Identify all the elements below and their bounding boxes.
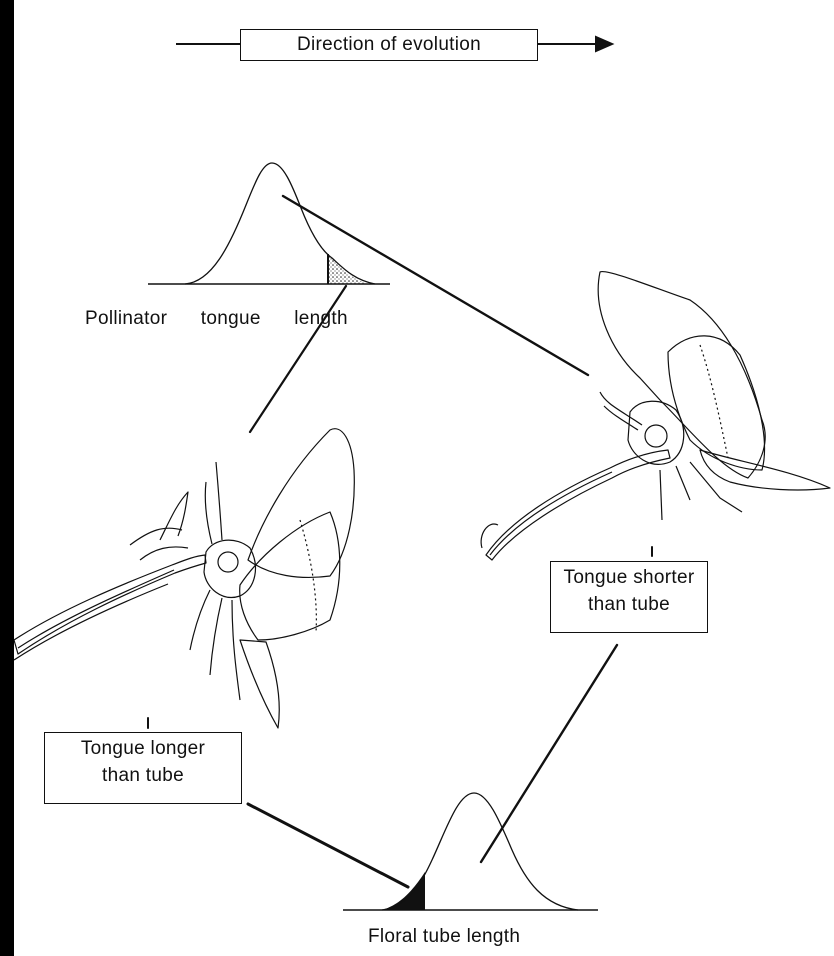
right-flower-tube — [486, 450, 670, 560]
direction-label-box: Direction of evolution — [240, 29, 538, 61]
left-flower-petal-1 — [160, 492, 188, 540]
left-forewing — [248, 429, 354, 578]
left-moth-leg-1 — [190, 590, 210, 650]
callout-longer-box: Tongue longer than tube — [44, 732, 242, 804]
left-flower-petal-3 — [140, 547, 188, 560]
callout-longer-line1: Tongue longer — [45, 735, 241, 762]
left-moth-eye-icon — [218, 552, 238, 572]
left-flower-petal-2 — [130, 528, 182, 545]
callout-shorter-line2: than tube — [551, 591, 707, 618]
pollinator-curve — [185, 163, 375, 284]
right-moth-leg-1 — [660, 470, 662, 520]
right-moth-leg-2 — [676, 466, 690, 500]
connector-shorter-to-floral — [481, 645, 617, 862]
left-wing-vein — [300, 520, 316, 632]
left-moth-antenna — [216, 462, 222, 540]
right-moth-antenna-2 — [604, 406, 638, 430]
left-moth-leg-2 — [210, 598, 222, 675]
direction-label: Direction of evolution — [241, 30, 537, 60]
right-wing-vein — [700, 345, 728, 458]
floral-distribution — [343, 793, 598, 910]
diagram-artwork — [14, 0, 834, 956]
callout-shorter-line1: Tongue shorter — [551, 564, 707, 591]
right-flower-lip — [481, 524, 498, 548]
right-moth-illustration — [481, 272, 830, 560]
right-moth-leg-3 — [690, 462, 742, 512]
arrow-head-icon — [596, 37, 612, 51]
left-flower-tube-edge — [14, 584, 168, 660]
diagram-canvas: Direction of evolution Pollinator tongue… — [14, 0, 834, 956]
left-moth-illustration — [14, 429, 354, 728]
connector-peak-to-right-moth — [283, 196, 588, 375]
pollinator-axis-label: Pollinator tongue length — [85, 308, 348, 330]
connector-longer-to-floral — [248, 804, 408, 887]
left-moth-leg-3 — [232, 600, 240, 700]
left-moth-head — [204, 540, 255, 597]
left-moth-antenna-2 — [205, 482, 212, 544]
left-flower-tube — [14, 555, 206, 654]
floral-axis-label: Floral tube length — [368, 926, 520, 948]
pollinator-distribution — [148, 163, 390, 284]
callout-longer-line2: than tube — [45, 762, 241, 789]
callout-shorter-box: Tongue shorter than tube — [550, 561, 708, 633]
right-moth-eye-icon — [645, 425, 667, 447]
right-moth-tail — [700, 450, 830, 490]
left-moth-tail — [240, 640, 279, 728]
right-moth-head — [628, 401, 684, 464]
